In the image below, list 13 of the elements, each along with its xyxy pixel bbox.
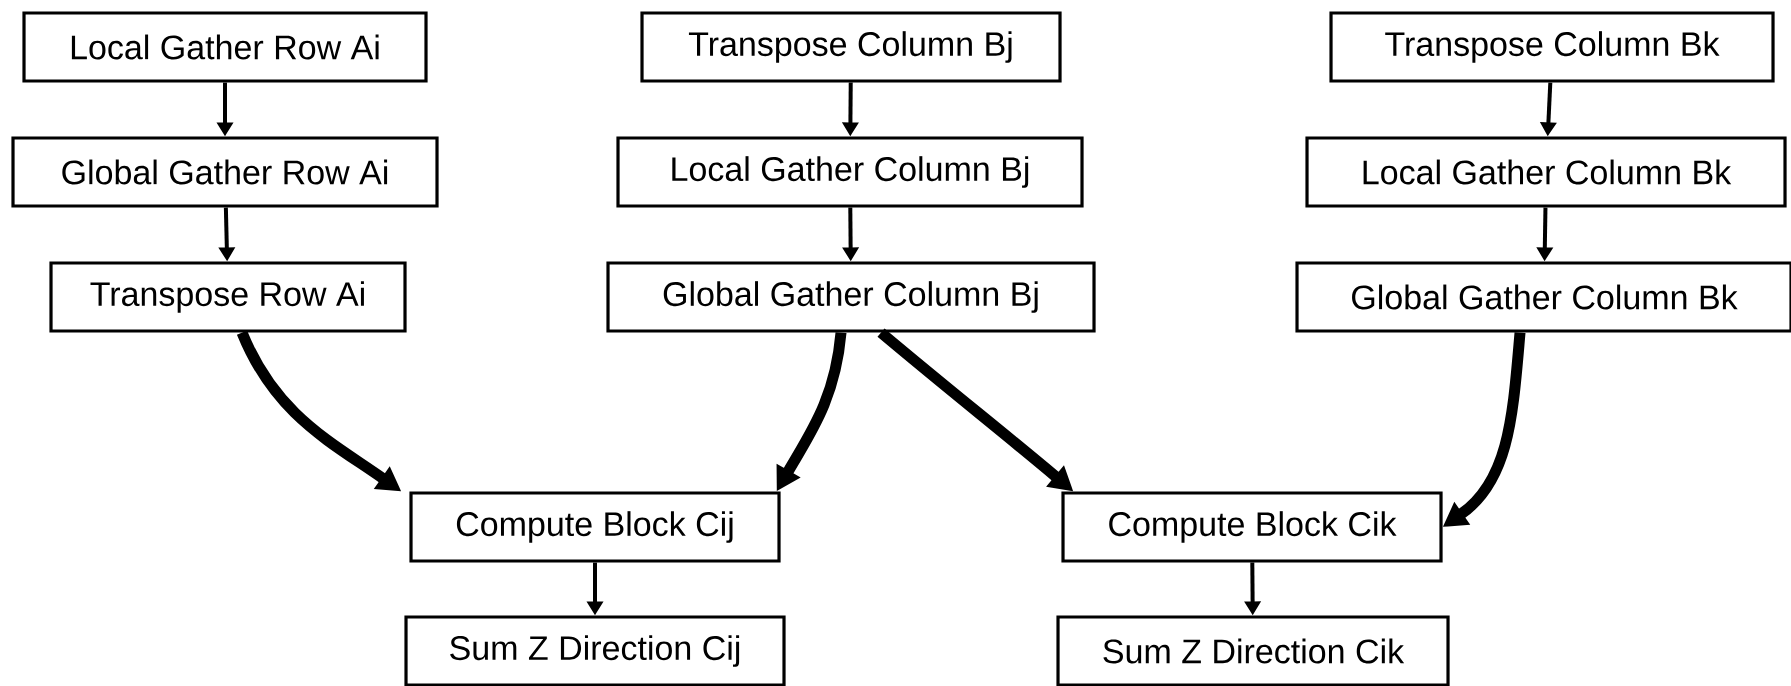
process-box: Compute Block Cij bbox=[409, 491, 781, 563]
process-box: Local Gather Row Ai bbox=[22, 11, 428, 83]
process-box: Transpose Row Ai bbox=[49, 261, 407, 333]
process-box: Compute Block Cik bbox=[1061, 491, 1443, 563]
process-box: Sum Z Direction Cik bbox=[1056, 615, 1450, 686]
process-box: Sum Z Direction Cij bbox=[404, 615, 786, 686]
process-box: Transpose Column Bj bbox=[640, 11, 1062, 83]
process-box: Global Gather Column Bj bbox=[606, 261, 1096, 333]
process-box: Local Gather Column Bj bbox=[616, 136, 1084, 208]
process-box: Transpose Column Bk bbox=[1329, 11, 1775, 83]
process-box: Local Gather Column Bk bbox=[1305, 136, 1787, 208]
process-box: Global Gather Row Ai bbox=[11, 136, 439, 208]
process-box: Global Gather Column Bk bbox=[1295, 261, 1791, 333]
